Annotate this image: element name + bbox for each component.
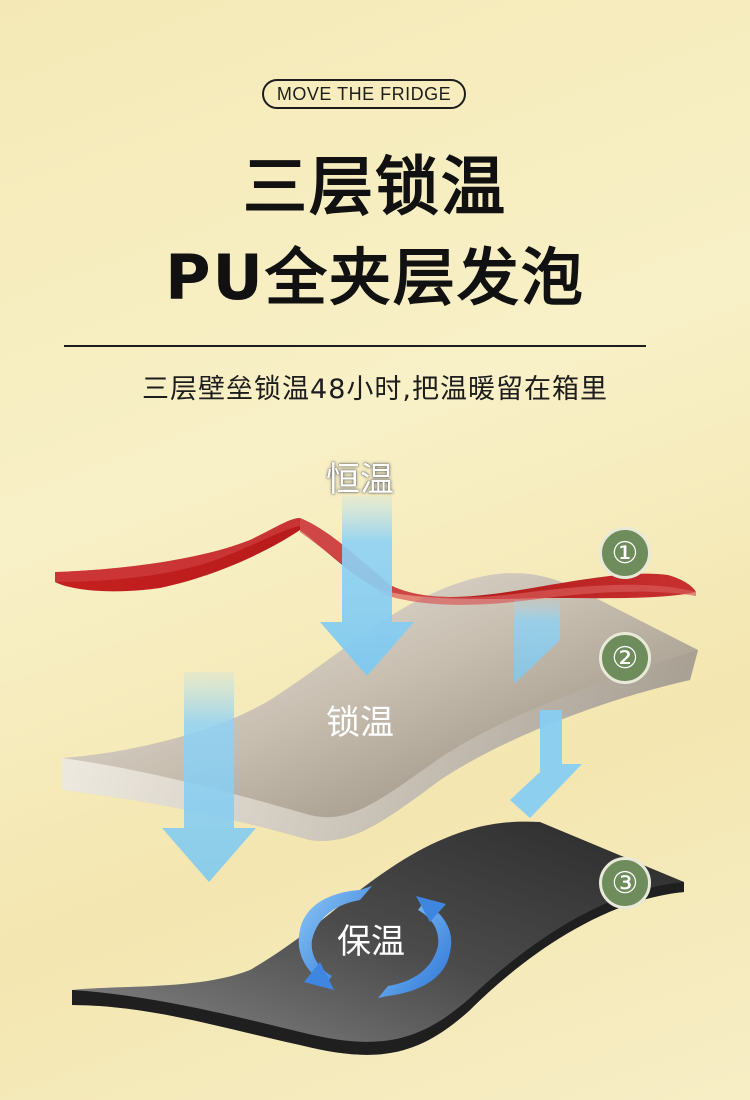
label-lock-temp: 锁温 — [326, 703, 394, 743]
divider-rule — [64, 345, 646, 347]
header-tag: MOVE THE FRIDGE — [262, 79, 466, 109]
label-constant-temp: 恒温 — [326, 460, 394, 500]
page-title-line1: 三层锁温 — [243, 151, 507, 225]
down-arrow-icon — [514, 600, 560, 684]
layer-badge-3: ③ — [599, 857, 651, 909]
layer-badge-1: ① — [599, 527, 651, 579]
down-arrow-icon — [320, 496, 414, 676]
page-title-line2: PU全夹层发泡 — [165, 241, 585, 314]
label-keep-warm: 保温 — [337, 922, 405, 962]
layer-badge-2: ② — [599, 632, 651, 684]
down-arrow-icon — [162, 672, 256, 882]
page-subtitle: 三层壁垒锁温48小时,把温暖留在箱里 — [142, 374, 608, 405]
cycle-arrows-icon — [298, 886, 452, 998]
down-arrow-icon — [510, 710, 582, 818]
